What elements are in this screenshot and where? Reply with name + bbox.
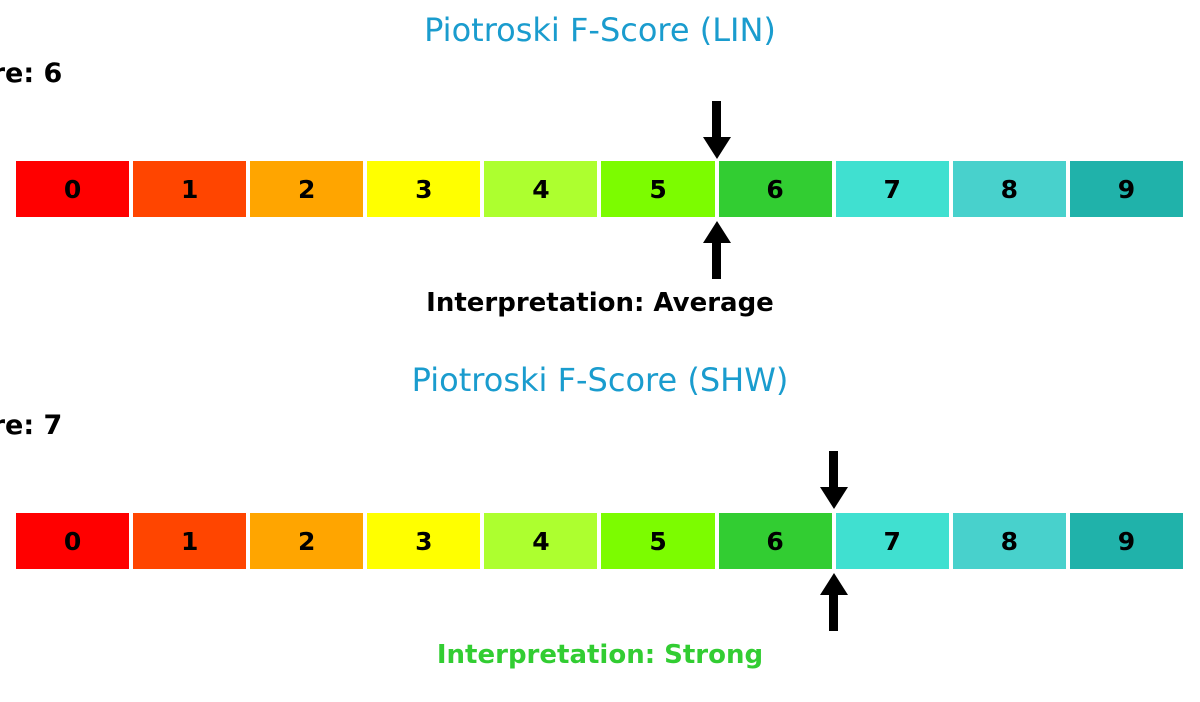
scale-segment-6: 6 [716, 159, 834, 219]
scale-segment-7: 7 [833, 511, 951, 571]
arrow-head [819, 573, 848, 595]
chart-title: Piotroski F-Score (LIN) [424, 11, 776, 49]
score-pointer-down-arrow [819, 451, 848, 509]
chart-title: Piotroski F-Score (SHW) [411, 361, 789, 399]
arrow-head [819, 487, 848, 509]
scale-segment-5: 5 [599, 511, 717, 571]
arrow-shaft [712, 101, 722, 137]
scale-segment-4: 4 [482, 159, 600, 219]
scale-segment-0: 0 [14, 159, 132, 219]
scale-segment-2: 2 [248, 159, 366, 219]
scale-segment-3: 3 [365, 159, 483, 219]
interpretation-label: Interpretation: Strong [436, 640, 764, 670]
arrow-shaft [829, 595, 839, 631]
score-label: Score: 6 [0, 58, 63, 89]
score-pointer-down-arrow [702, 101, 731, 159]
scale-segment-8: 8 [950, 159, 1068, 219]
scale-segment-9: 9 [1067, 159, 1185, 219]
scale-segment-9: 9 [1067, 511, 1185, 571]
scale-segment-1: 1 [131, 511, 249, 571]
scale-segment-1: 1 [131, 159, 249, 219]
score-label: Score: 7 [0, 410, 63, 441]
arrow-shaft [829, 451, 839, 487]
scale-segment-6: 6 [716, 511, 834, 571]
scale-segment-7: 7 [833, 159, 951, 219]
interpretation-label: Interpretation: Average [426, 288, 774, 318]
arrow-head [702, 221, 731, 243]
scale-segment-2: 2 [248, 511, 366, 571]
scale-segment-8: 8 [950, 511, 1068, 571]
scale-segment-5: 5 [599, 159, 717, 219]
arrow-shaft [712, 243, 722, 279]
scale-segment-4: 4 [482, 511, 600, 571]
scale-segment-0: 0 [14, 511, 132, 571]
scale-segment-3: 3 [365, 511, 483, 571]
score-pointer-up-arrow [819, 573, 848, 631]
arrow-head [702, 137, 731, 159]
score-pointer-up-arrow [702, 221, 731, 279]
